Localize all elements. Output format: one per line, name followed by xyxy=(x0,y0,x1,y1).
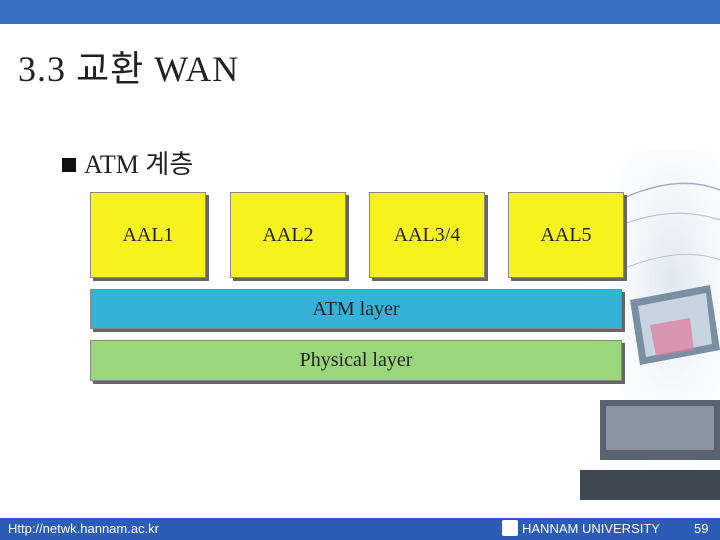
footer-url: Http://netwk.hannam.ac.kr xyxy=(8,521,160,536)
footer-university: HANNAM UNIVERSITY xyxy=(522,521,660,536)
aal34-box: AAL3/4 xyxy=(369,192,485,278)
top-bar xyxy=(0,0,720,24)
university-logo-icon xyxy=(502,520,518,536)
bullet-item: ATM 계층 xyxy=(62,144,193,181)
atm-layer-box: ATM layer xyxy=(90,289,622,329)
page-number: 59 xyxy=(694,521,709,536)
footer-bar xyxy=(0,518,720,540)
bullet-text: ATM 계층 xyxy=(84,150,194,179)
slide-title: 3.3 교환 WAN xyxy=(18,49,240,89)
decorative-computer-image xyxy=(560,150,720,520)
aal5-box: AAL5 xyxy=(508,192,624,278)
physical-layer-box: Physical layer xyxy=(90,340,622,381)
square-bullet-icon xyxy=(62,157,76,172)
aal2-box: AAL2 xyxy=(230,192,346,278)
aal1-box: AAL1 xyxy=(90,192,206,278)
